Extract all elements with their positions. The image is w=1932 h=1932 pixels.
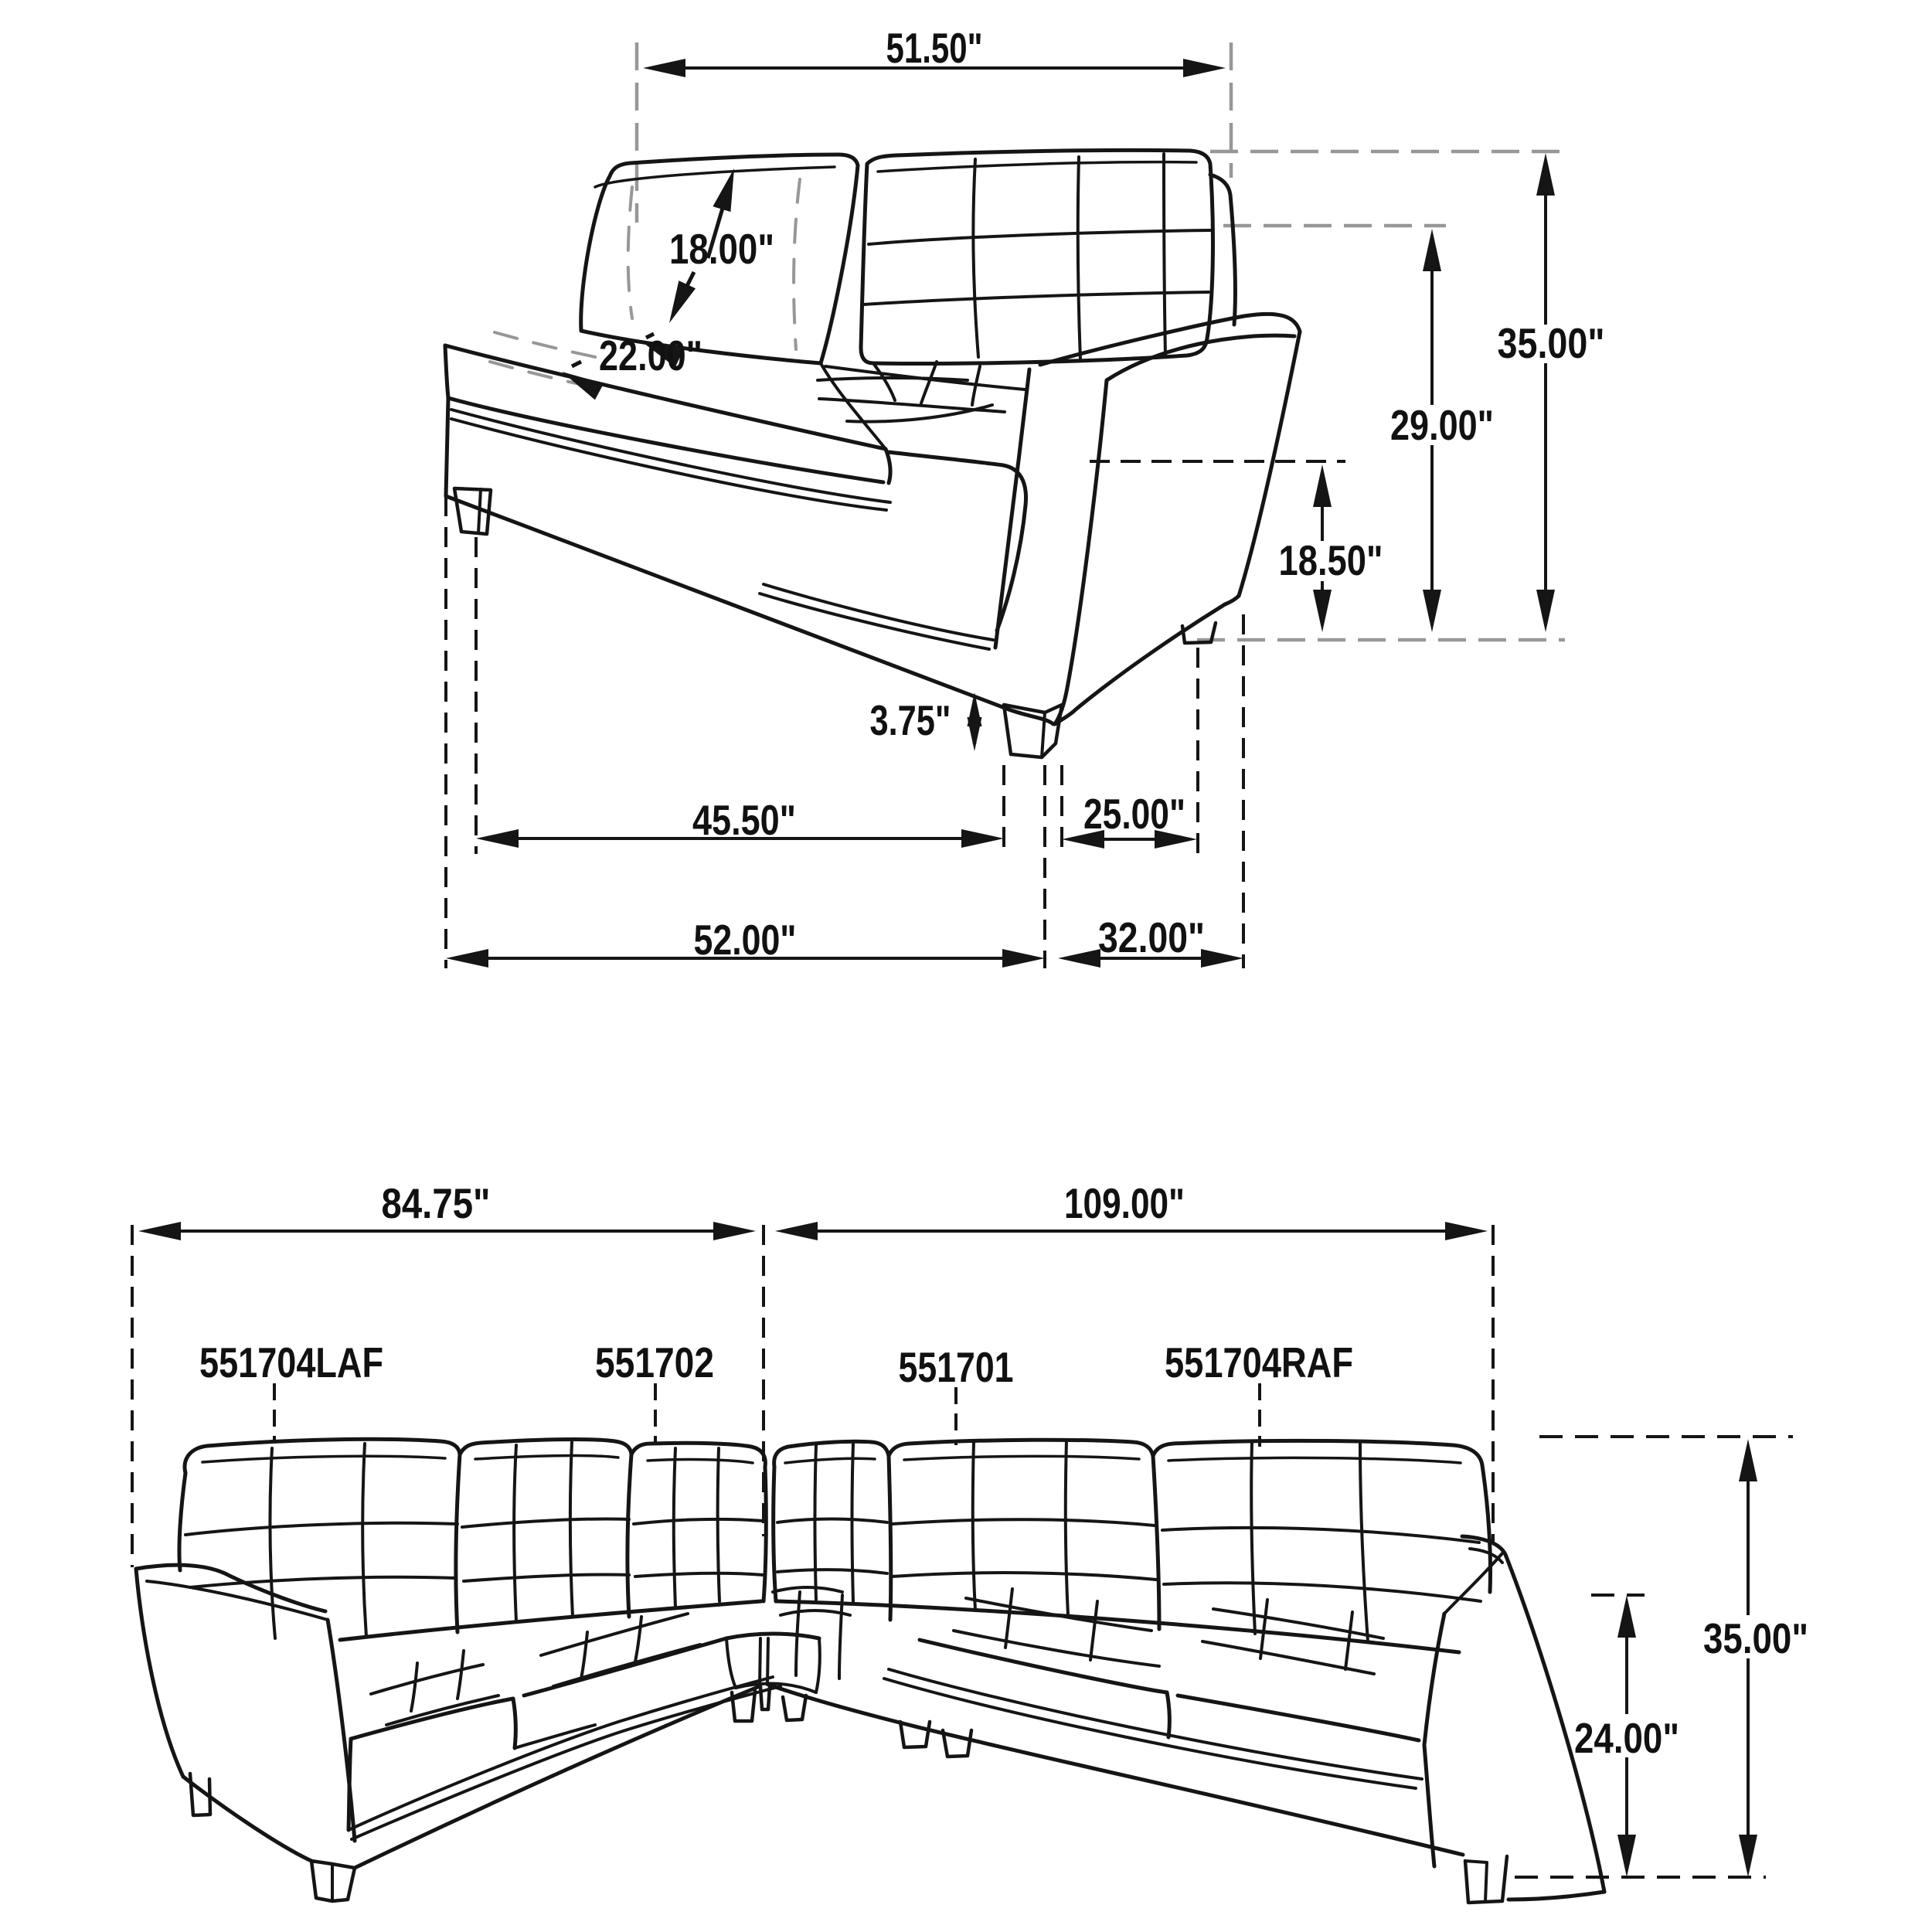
svg-text:24.00": 24.00" — [1574, 1714, 1679, 1762]
svg-text:551701: 551701 — [899, 1343, 1014, 1391]
svg-text:109.00": 109.00" — [1064, 1179, 1185, 1227]
svg-text:35.00": 35.00" — [1498, 319, 1605, 367]
svg-text:51.50": 51.50" — [886, 24, 983, 72]
svg-text:52.00": 52.00" — [694, 916, 797, 964]
svg-text:29.00": 29.00" — [1390, 401, 1494, 449]
svg-text:22.00": 22.00" — [599, 332, 702, 379]
svg-text:84.75": 84.75" — [382, 1179, 491, 1227]
svg-text:18.50": 18.50" — [1279, 536, 1383, 584]
svg-text:25.00": 25.00" — [1083, 790, 1185, 838]
svg-text:3.75": 3.75" — [870, 696, 951, 744]
svg-text:35.00": 35.00" — [1703, 1614, 1808, 1662]
svg-text:32.00": 32.00" — [1098, 913, 1205, 961]
svg-text:551704LAF: 551704LAF — [199, 1338, 383, 1386]
svg-text:551702: 551702 — [595, 1338, 714, 1386]
svg-text:45.50": 45.50" — [692, 796, 796, 844]
svg-text:551704RAF: 551704RAF — [1165, 1338, 1353, 1386]
svg-text:18.00": 18.00" — [669, 225, 774, 273]
